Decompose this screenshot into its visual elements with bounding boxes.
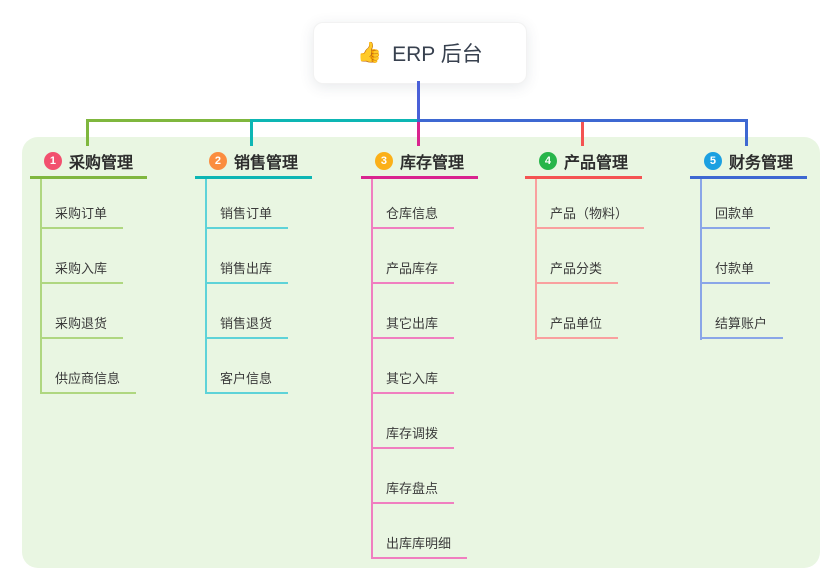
branch-number-badge: 2 [208, 152, 227, 170]
leaf-node[interactable]: 产品（物料） [535, 203, 645, 229]
connector-vertical [205, 179, 207, 394]
leaf-node[interactable]: 销售订单 [205, 203, 289, 229]
connector-vertical [700, 179, 702, 340]
leaf-label: 供应商信息 [55, 371, 121, 386]
leaf-node[interactable]: 库存盘点 [371, 478, 455, 504]
connector-vertical [371, 179, 373, 559]
leaf-label: 出库库明细 [386, 536, 452, 551]
branch-title: 采购管理 [68, 155, 133, 172]
branch-title: 库存管理 [399, 155, 464, 172]
connector-vertical [535, 179, 537, 340]
leaf-node[interactable]: 产品库存 [371, 258, 455, 284]
leaf-node[interactable]: 采购订单 [40, 203, 124, 229]
connector-drop [745, 119, 748, 146]
leaf-node[interactable]: 仓库信息 [371, 203, 455, 229]
leaf-label: 采购退货 [55, 316, 108, 331]
leaf-node[interactable]: 其它入库 [371, 368, 455, 394]
connector-horizontal [87, 119, 251, 122]
branch-number-badge: 5 [703, 152, 722, 170]
leaf-label: 销售订单 [220, 206, 273, 221]
branch-header-sales[interactable]: 2 销售管理 [195, 146, 312, 179]
leaf-node[interactable]: 出库库明细 [371, 533, 468, 559]
leaf-label: 客户信息 [220, 371, 273, 386]
leaf-node[interactable]: 其它出库 [371, 313, 455, 339]
leaf-label: 其它入库 [386, 371, 439, 386]
branches-panel-background [22, 137, 820, 568]
branch-number-badge: 1 [43, 152, 62, 170]
connector-vertical [40, 179, 42, 394]
leaf-label: 仓库信息 [386, 206, 439, 221]
root-node[interactable]: 👍 ERP 后台 [313, 22, 527, 84]
branch-title: 产品管理 [563, 155, 628, 172]
leaf-node[interactable]: 客户信息 [205, 368, 289, 394]
leaf-label: 回款单 [715, 206, 755, 221]
leaf-node[interactable]: 销售出库 [205, 258, 289, 284]
leaf-label: 产品分类 [550, 261, 603, 276]
leaf-node[interactable]: 采购退货 [40, 313, 124, 339]
leaf-label: 库存盘点 [386, 481, 439, 496]
leaf-label: 结算账户 [715, 316, 768, 331]
leaf-node[interactable]: 产品分类 [535, 258, 619, 284]
leaf-node[interactable]: 采购入库 [40, 258, 124, 284]
thumbs-up-icon: 👍 [357, 42, 383, 64]
leaf-node[interactable]: 结算账户 [700, 313, 784, 339]
connector-drop [250, 119, 253, 146]
leaf-label: 付款单 [715, 261, 755, 276]
leaf-label: 产品库存 [386, 261, 439, 276]
leaf-node[interactable]: 供应商信息 [40, 368, 137, 394]
leaf-label: 库存调拨 [386, 426, 439, 441]
leaf-node[interactable]: 回款单 [700, 203, 771, 229]
connector-drop [581, 119, 584, 146]
leaf-node[interactable]: 库存调拨 [371, 423, 455, 449]
leaf-label: 其它出库 [386, 316, 439, 331]
leaf-node[interactable]: 产品单位 [535, 313, 619, 339]
connector-horizontal [251, 119, 417, 122]
branch-title: 销售管理 [233, 155, 298, 172]
branch-header-inventory[interactable]: 3 库存管理 [361, 146, 478, 179]
branch-header-finance[interactable]: 5 财务管理 [690, 146, 807, 179]
branch-header-product[interactable]: 4 产品管理 [525, 146, 642, 179]
connector-drop [86, 119, 89, 146]
leaf-label: 采购订单 [55, 206, 108, 221]
leaf-label: 产品（物料） [550, 206, 629, 221]
trunk-connector-line [417, 81, 420, 121]
leaf-label: 销售出库 [220, 261, 273, 276]
root-title: ERP 后台 [392, 43, 483, 66]
connector-horizontal [417, 119, 748, 122]
leaf-label: 销售退货 [220, 316, 273, 331]
leaf-label: 采购入库 [55, 261, 108, 276]
connector-drop [417, 119, 420, 146]
leaf-label: 产品单位 [550, 316, 603, 331]
branch-title: 财务管理 [728, 155, 793, 172]
branch-header-purchase[interactable]: 1 采购管理 [30, 146, 147, 179]
branch-number-badge: 4 [538, 152, 557, 170]
leaf-node[interactable]: 销售退货 [205, 313, 289, 339]
branch-number-badge: 3 [374, 152, 393, 170]
leaf-node[interactable]: 付款单 [700, 258, 771, 284]
